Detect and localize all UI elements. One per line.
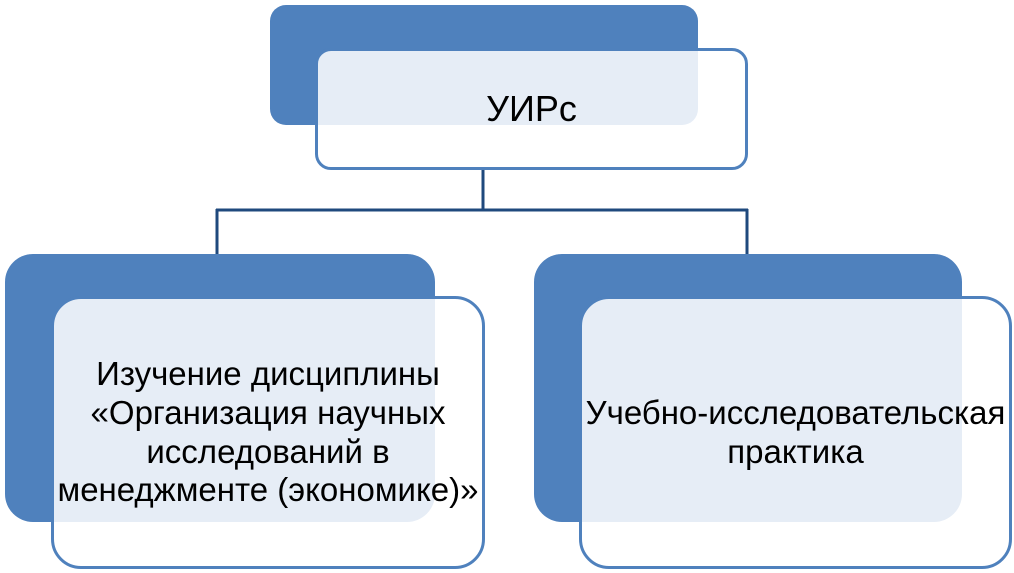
- child-node-right: Учебно-исследовательская практика: [579, 296, 1012, 569]
- root-node-label: УИРс: [486, 88, 577, 130]
- child-node-left: Изучение дисциплины «Организация научных…: [51, 296, 485, 569]
- child-node-right-label: Учебно-исследовательская практика: [585, 393, 1006, 470]
- root-node: УИРс: [315, 48, 748, 170]
- child-node-left-label: Изучение дисциплины «Организация научных…: [57, 354, 479, 509]
